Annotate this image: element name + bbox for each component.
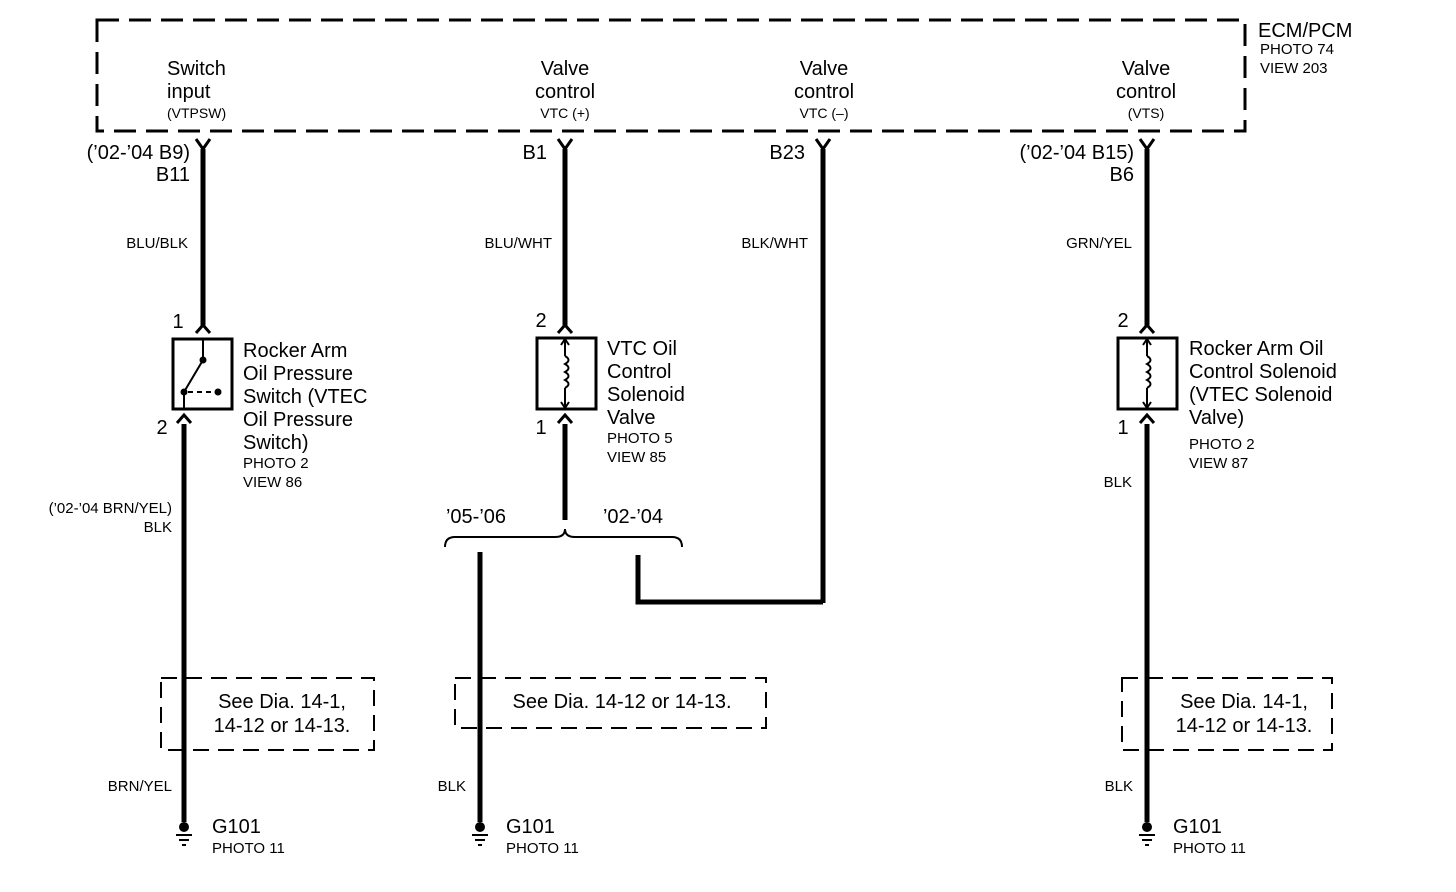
vtc-view: VIEW 85: [607, 449, 666, 466]
ecm-title: ECM/PCM: [1258, 20, 1352, 42]
see-dia-c4-line2: 14-12 or 14-13.: [1176, 715, 1313, 737]
ground-c2-name: G101: [506, 816, 555, 838]
pin-c1-alt: (’02-’04 B9): [87, 142, 190, 164]
vts-name-2: Control Solenoid: [1189, 361, 1337, 383]
ecm-photo: PHOTO 74: [1260, 41, 1334, 58]
wire-label-c3-top: BLK/WHT: [741, 235, 808, 252]
wire-label-c2-top: BLU/WHT: [485, 235, 553, 252]
term3-line1: Valve: [800, 58, 849, 80]
vtc-name-1: VTC Oil: [607, 338, 677, 360]
pin-c4-alt: (’02-’04 B15): [1019, 142, 1134, 164]
switch-pin2-connector-icon: [175, 412, 193, 424]
connector-c1-icon: [194, 138, 212, 152]
term2-line2: control: [535, 81, 595, 103]
see-dia-c2-line1: See Dia. 14-12 or 14-13.: [512, 691, 731, 713]
term3-line2: control: [794, 81, 854, 103]
ecm-box: [95, 18, 1247, 133]
see-dia-c4-line1: See Dia. 14-1,: [1180, 691, 1308, 713]
term3-signal: VTC (–): [800, 105, 849, 121]
term4-signal: (VTS): [1128, 105, 1165, 121]
wire-label-c4-mid: BLK: [1104, 474, 1132, 491]
term2-line1: Valve: [541, 58, 590, 80]
wire-label-c1-bottom: BRN/YEL: [108, 778, 172, 795]
vts-pin-top: 2: [1117, 310, 1128, 332]
switch-name-2: Oil Pressure: [243, 363, 353, 385]
switch-pin-bottom: 2: [156, 417, 167, 439]
switch-name-1: Rocker Arm: [243, 340, 347, 362]
ground-c1-icon: [176, 822, 192, 846]
switch-pin-top: 1: [172, 311, 183, 333]
vts-photo: PHOTO 2: [1189, 436, 1255, 453]
pin-c3: B23: [769, 142, 805, 164]
ecm-view: VIEW 203: [1260, 60, 1328, 77]
see-dia-c1-line2: 14-12 or 14-13.: [214, 715, 351, 737]
term2-signal: VTC (+): [540, 105, 589, 121]
wire-label-c2-bottom: BLK: [438, 778, 466, 795]
switch-photo: PHOTO 2: [243, 455, 309, 472]
switch-view: VIEW 86: [243, 474, 302, 491]
term1-line2: input: [167, 81, 211, 103]
ground-c4-icon: [1139, 822, 1155, 846]
vtc-pin2-connector-icon: [556, 322, 574, 334]
connector-c3-icon: [814, 138, 832, 152]
see-dia-box-c2: [454, 677, 767, 729]
vtc-pin-top: 2: [535, 310, 546, 332]
wire-c2-0204-route: [635, 555, 823, 605]
wire-label-c1-top: BLU/BLK: [126, 235, 188, 252]
see-dia-c1-line1: See Dia. 14-1,: [218, 691, 346, 713]
branch-label-0204: ’02-’04: [603, 506, 663, 528]
switch-name-4: Oil Pressure: [243, 409, 353, 431]
see-dia-box-c4: [1121, 677, 1333, 751]
vts-solenoid-icon: [1116, 336, 1179, 411]
switch-name-5: Switch): [243, 432, 309, 454]
switch-pin1-connector-icon: [194, 322, 212, 334]
wires: [181, 149, 1150, 822]
vtc-solenoid-icon: [535, 336, 598, 411]
ground-c4-photo: PHOTO 11: [1173, 840, 1246, 857]
ground-c1-photo: PHOTO 11: [212, 840, 285, 857]
pin-c2: B1: [523, 142, 547, 164]
vts-view: VIEW 87: [1189, 455, 1248, 472]
term4-line1: Valve: [1122, 58, 1171, 80]
oil-pressure-switch-icon: [171, 337, 234, 411]
component-connectors: [175, 322, 1156, 424]
vtc-pin1-connector-icon: [556, 412, 574, 424]
vtc-photo: PHOTO 5: [607, 430, 673, 447]
wire-label-c1-mid-alt: (’02-’04 BRN/YEL): [49, 500, 172, 517]
vts-pin1-connector-icon: [1138, 412, 1156, 424]
connector-c2-icon: [556, 138, 574, 152]
ground-c4-name: G101: [1173, 816, 1222, 838]
ground-c2-icon: [472, 822, 488, 846]
see-dia-box-c1: [160, 677, 375, 751]
vts-name-3: (VTEC Solenoid: [1189, 384, 1332, 406]
term1-signal: (VTPSW): [167, 105, 226, 121]
ground-c1-name: G101: [212, 816, 261, 838]
vtc-name-4: Valve: [607, 407, 656, 429]
vts-name-1: Rocker Arm Oil: [1189, 338, 1323, 360]
term1-line1: Switch: [167, 58, 226, 80]
vtc-name-3: Solenoid: [607, 384, 685, 406]
ground-c2-photo: PHOTO 11: [506, 840, 579, 857]
pin-c1: B11: [156, 164, 190, 186]
wire-label-c4-bottom: BLK: [1105, 778, 1133, 795]
vts-name-4: Valve): [1189, 407, 1244, 429]
connector-c4-icon: [1138, 138, 1156, 152]
vtc-pin-bottom: 1: [535, 417, 546, 439]
term4-line2: control: [1116, 81, 1176, 103]
ecm-connectors: [194, 138, 1156, 152]
vts-pin2-connector-icon: [1138, 322, 1156, 334]
switch-name-3: Switch (VTEC: [243, 386, 367, 408]
branch-label-0506: ’05-’06: [446, 506, 506, 528]
vtc-name-2: Control: [607, 361, 671, 383]
year-branch-brace: [444, 528, 683, 548]
wire-label-c1-mid: BLK: [144, 519, 172, 536]
wire-label-c4-top: GRN/YEL: [1066, 235, 1132, 252]
pin-c4: B6: [1110, 164, 1134, 186]
vts-pin-bottom: 1: [1117, 417, 1128, 439]
